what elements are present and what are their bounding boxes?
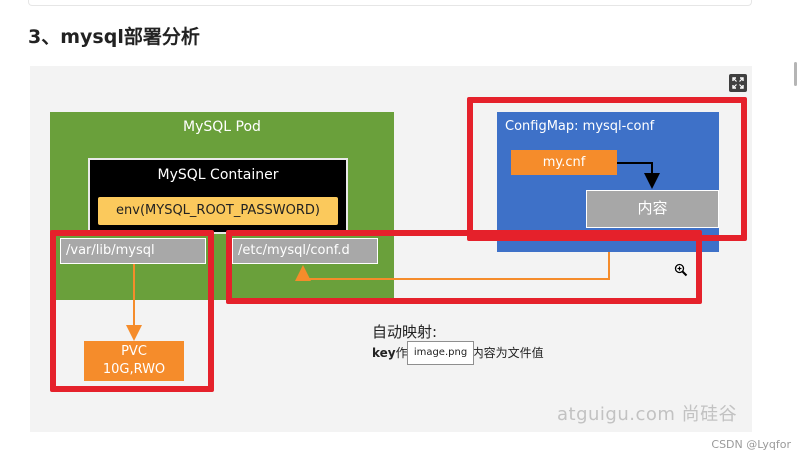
expand-icon xyxy=(732,77,744,89)
pvc-box: PVC 10G,RWO xyxy=(84,341,184,381)
pvc-spec: 10G,RWO xyxy=(102,362,166,377)
zoom-in-icon xyxy=(674,263,688,277)
key-partial: 作 xyxy=(395,346,408,360)
configmap-mount-arrow xyxy=(295,252,610,281)
scrollbar-thumb[interactable] xyxy=(794,62,797,86)
key-suffix: 内容为文件值 xyxy=(471,346,544,360)
key-word: key xyxy=(372,346,396,360)
pvc-label: PVC xyxy=(121,344,147,359)
diagram-arrows xyxy=(126,162,660,341)
data-volume-path: /var/lib/mysql xyxy=(60,238,206,264)
key-to-value-arrow xyxy=(617,162,660,189)
pod-title: MySQL Pod xyxy=(183,119,261,135)
highlight-conf-volume xyxy=(226,230,702,304)
highlight-configmap xyxy=(467,97,747,241)
highlight-data-volume xyxy=(50,230,214,392)
csdn-credit: CSDN @Lyqfor xyxy=(711,438,791,451)
configmap-value-box: 内容 xyxy=(586,190,719,228)
section-heading: 3、mysql部署分析 xyxy=(28,26,200,48)
conf-volume-path: /etc/mysql/conf.d xyxy=(232,238,378,264)
configmap-title: ConfigMap: mysql-conf xyxy=(505,119,655,134)
container-title: MySQL Container xyxy=(157,167,279,183)
article-image[interactable]: MySQL Pod MySQL Container env(MYSQL_ROOT… xyxy=(30,66,752,432)
env-variable-box: env(MYSQL_ROOT_PASSWORD) xyxy=(98,197,338,225)
key-mapping-note: key作 内容为文件值 xyxy=(372,344,544,362)
expand-image-button[interactable] xyxy=(729,74,747,92)
image-tooltip: image.png xyxy=(407,341,474,365)
configmap-box: ConfigMap: mysql-conf xyxy=(497,112,719,252)
configmap-key-box: my.cnf xyxy=(511,150,617,175)
watermark: atguigu.com 尚硅谷 xyxy=(557,404,738,425)
previous-block-edge xyxy=(28,0,752,6)
auto-map-title: 自动映射: xyxy=(372,323,438,341)
